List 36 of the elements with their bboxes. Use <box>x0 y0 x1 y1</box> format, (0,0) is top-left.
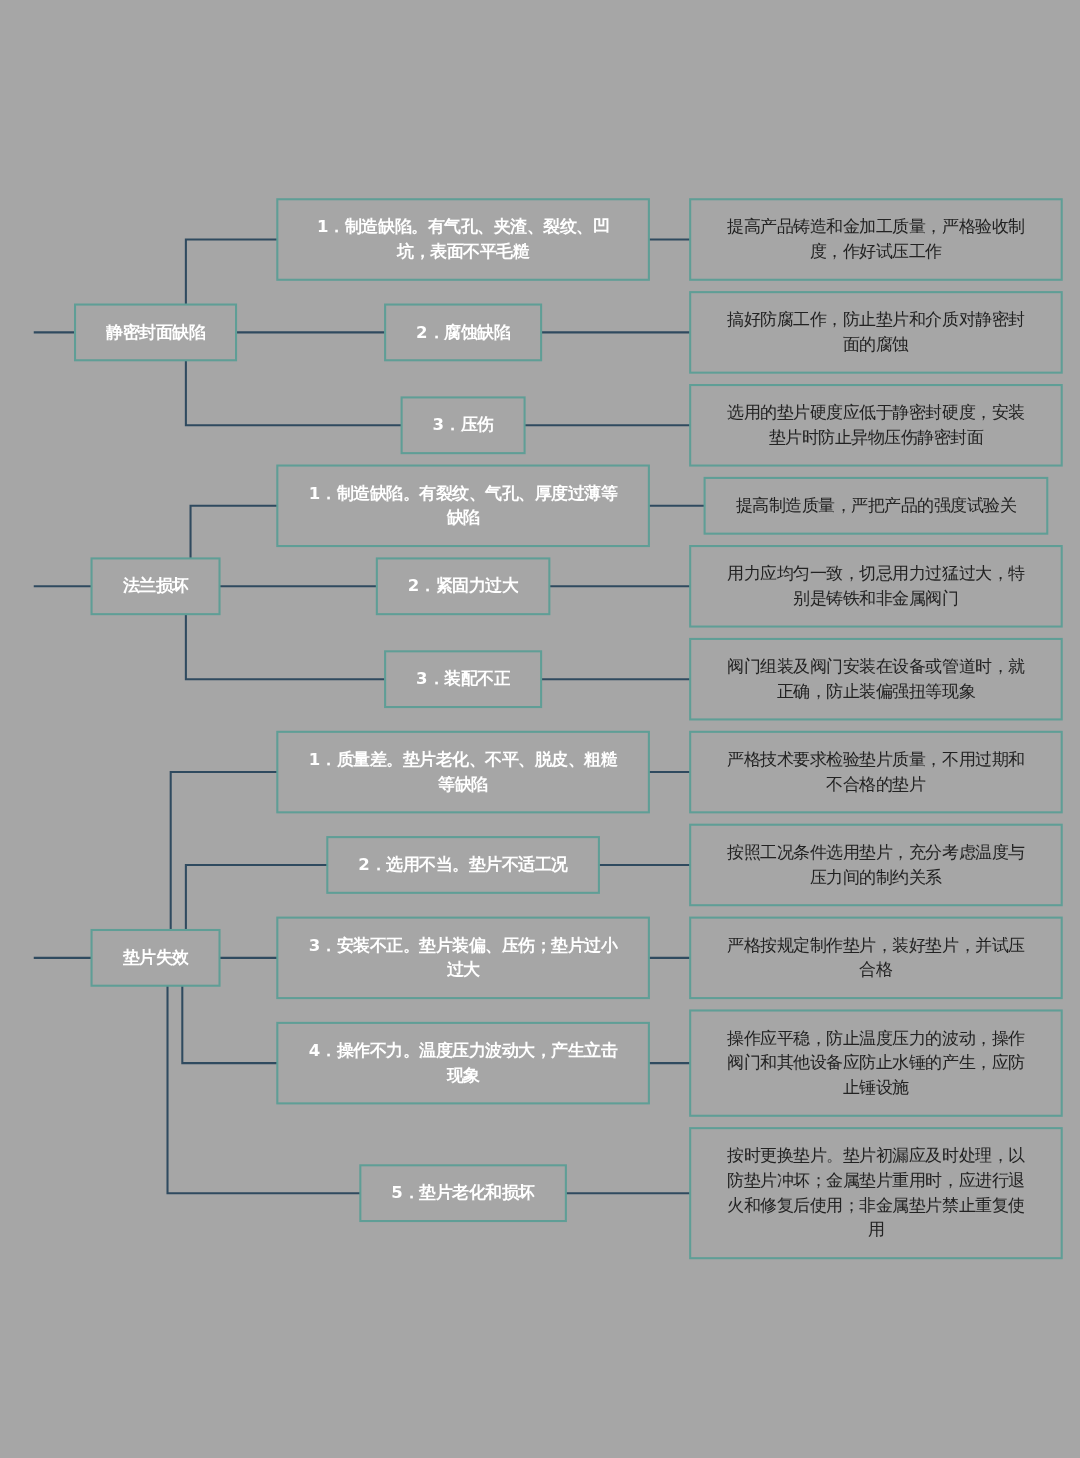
connector <box>184 614 386 681</box>
node-box: 搞好防腐工作，防止垫片和介质对静密封面的腐蚀 <box>689 291 1063 374</box>
connector <box>184 360 402 427</box>
node-box: 按时更换垫片。垫片初漏应及时处理，以防垫片冲坏；金属垫片重用时，应进行退火和修复后使用；非金属垫片禁止重复使用 <box>689 1127 1063 1260</box>
node-box: 严格技术要求检验垫片质量，不用过期和不合格的垫片 <box>689 731 1063 814</box>
node-box: 5．垫片老化和损坏 <box>359 1164 567 1223</box>
node-box: 垫片失效 <box>90 929 221 987</box>
node-box: 3．压伤 <box>400 396 526 455</box>
node-box: 1．质量差。垫片老化、不平、脱皮、粗糙等缺陷 <box>276 731 650 814</box>
connector <box>184 864 328 931</box>
connector <box>32 331 76 334</box>
node-box: 1．制造缺陷。有气孔、夹渣、裂纹、凹坑，表面不平毛糙 <box>276 198 650 282</box>
node-box: 1．制造缺陷。有裂纹、气孔、厚度过薄等缺陷 <box>276 464 650 548</box>
node-box: 2．紧固力过大 <box>375 557 551 616</box>
node-box: 2．腐蚀缺陷 <box>384 303 543 362</box>
connector <box>181 986 278 1065</box>
node-box: 操作应平稳，防止温度压力的波动，操作阀门和其他设备应防止水锤的产生，应防止锤设施 <box>689 1009 1063 1118</box>
node-box: 用力应均匀一致，切忌用力过猛过大，特别是铸铁和非金属阀门 <box>689 545 1063 628</box>
connector <box>32 585 92 588</box>
node-box: 3．安装不正。垫片装偏、压伤；垫片过小过大 <box>276 916 650 1000</box>
connector <box>32 957 92 960</box>
node-box: 阀门组装及阀门安装在设备或管道时，就正确，防止装偏强扭等现象 <box>689 638 1063 721</box>
node-box: 选用的垫片硬度应低于静密封硬度，安装垫片时防止异物压伤静密封面 <box>689 384 1063 467</box>
node-box: 提高产品铸造和金加工质量，严格验收制度，作好试压工作 <box>689 198 1063 282</box>
node-box: 3．装配不正 <box>384 650 543 709</box>
node-box: 严格按规定制作垫片，装好垫片，并试压合格 <box>689 916 1063 1000</box>
node-box: 法兰损坏 <box>90 557 221 616</box>
node-box: 2．选用不当。垫片不适工况 <box>326 836 600 895</box>
node-box: 按照工况条件选用垫片，充分考虑温度与压力间的制约关系 <box>689 823 1063 907</box>
node-box: 提高制造质量，严把产品的强度试验关 <box>703 477 1049 535</box>
connector <box>184 238 278 305</box>
connector <box>189 505 278 559</box>
node-box: 静密封面缺陷 <box>74 303 238 362</box>
connector <box>169 771 278 931</box>
node-box: 4．操作不力。温度压力波动大，产生立击现象 <box>276 1022 650 1105</box>
connector <box>166 986 361 1195</box>
